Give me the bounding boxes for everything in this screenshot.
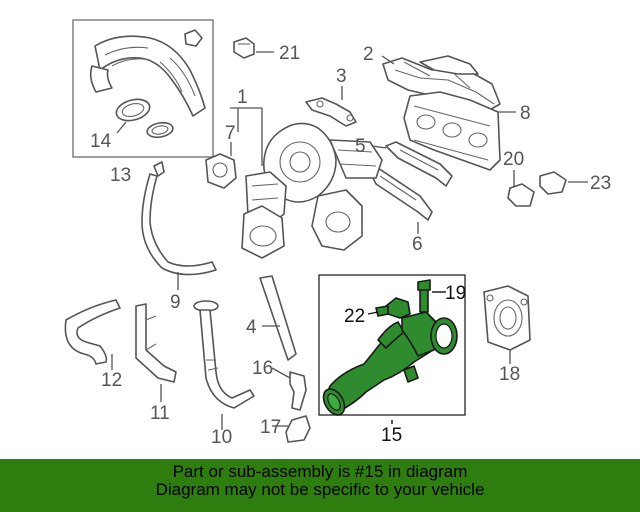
callout-20: 20 [503,149,524,170]
callout-7: 7 [225,123,236,144]
part-4-bracket [259,275,297,361]
callout-18: 18 [499,364,520,385]
callout-14: 14 [90,131,112,152]
part-2-8-heat-shield [381,55,516,113]
banner-line-2: Diagram may not be specific to your vehi… [155,480,485,499]
callout-1: 1 [237,87,248,108]
part-3-bracket [305,86,357,127]
part-20-23-sensors [507,170,588,207]
callout-3: 3 [336,66,347,87]
part-16-17-brackets [271,367,311,443]
callout-12: 12 [101,370,122,391]
callout-23: 23 [590,173,611,194]
callout-15: 15 [381,425,402,446]
callout-8: 8 [520,103,531,124]
part-9-oil-line [141,161,217,290]
part-7-actuator [205,142,237,189]
part-5-gasket [371,141,453,187]
callout-10: 10 [211,427,232,448]
inset-box-15 [318,274,466,424]
part-21-sensor [233,37,274,59]
callout-13: 13 [110,165,131,186]
part-18-throttle [483,285,531,364]
callout-22: 22 [344,306,365,327]
callout-16: 16 [252,358,273,379]
part-11-pipe [135,303,177,402]
part-1-turbocharger [230,107,383,259]
inset-box-13 [72,19,214,158]
callout-21: 21 [279,43,300,64]
parts-diagram: 13 14 21 2 3 8 1 7 5 20 23 6 9 4 12 11 1… [64,19,611,448]
callout-2: 2 [363,44,374,65]
part-10-pipe [193,300,255,430]
callout-5: 5 [355,136,366,157]
part-12-hose [64,299,121,370]
part-6-gasket-strip [369,167,433,234]
callout-11: 11 [150,403,170,424]
callout-4: 4 [246,317,257,338]
exhaust-manifold-flange [403,91,501,171]
callout-17: 17 [260,417,281,438]
banner-line-1: Part or sub-assembly is #15 in diagram [172,462,468,481]
callout-6: 6 [412,234,423,255]
callout-9: 9 [170,292,181,313]
info-banner: Part or sub-assembly is #15 in diagram D… [0,459,640,512]
callout-19: 19 [445,283,466,304]
